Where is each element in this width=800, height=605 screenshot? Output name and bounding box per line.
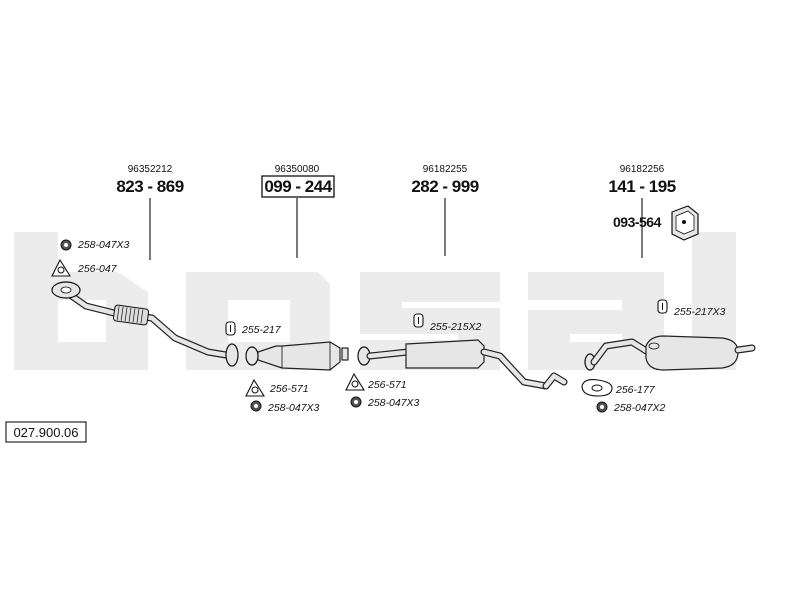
fitting-gasket-3: 256-571	[345, 372, 407, 391]
brand-watermark-logo	[14, 232, 736, 370]
fitting-code-1: 258-047X3	[77, 239, 130, 251]
fitting-code-8: 255-215X2	[429, 321, 482, 333]
fitting-nut-2: 258-047X3	[250, 400, 320, 414]
fitting-code-10: 256-177	[615, 384, 656, 396]
fitting-code-2: 256-047	[77, 263, 118, 275]
front-pipe-part	[51, 281, 239, 367]
fitting-hanger-3: 255-217X3	[657, 299, 726, 318]
fitting-code-9: 255-217X3	[673, 306, 726, 318]
part-ref-1: 96352212	[128, 164, 173, 175]
part-ref-4: 96182256	[620, 164, 665, 175]
fitting-gasket-1: 256-047	[51, 258, 118, 277]
fitting-hanger-2: 255-215X2	[413, 313, 482, 333]
middle-silencer-part	[357, 339, 568, 390]
part-label-2: 96350080 099 - 244	[261, 164, 335, 258]
catalog-number: 027.900.06	[13, 425, 78, 440]
fitting-code-7: 258-047X3	[367, 397, 420, 409]
rear-silencer-part	[584, 335, 756, 371]
part-number-2: 099 - 244	[264, 177, 332, 196]
part-number-1: 823 - 869	[116, 177, 183, 196]
catalog-number-box: 027.900.06	[5, 421, 87, 443]
fitting-code-11: 258-047X2	[613, 402, 666, 414]
fitting-code-3: 255-217	[241, 324, 282, 336]
fitting-gasket-4: 256-177	[581, 379, 656, 397]
fitting-nut-4: 258-047X2	[596, 401, 666, 414]
part-number-3: 282 - 999	[411, 177, 478, 196]
fitting-gasket-2: 256-571	[245, 378, 309, 397]
part-ref-2: 96350080	[275, 164, 320, 175]
extra-part-number: 093-564	[613, 214, 662, 230]
part-label-3: 96182255 282 - 999	[411, 164, 479, 256]
mounting-bracket-icon	[671, 205, 699, 241]
fitting-hanger-1: 255-217	[225, 321, 282, 336]
part-label-1: 96352212 823 - 869	[116, 164, 184, 260]
fitting-nut-3: 258-047X3	[350, 396, 420, 409]
part-number-4: 141 - 195	[608, 177, 675, 196]
fitting-code-4: 256-571	[269, 383, 309, 395]
fitting-code-5: 258-047X3	[267, 402, 320, 414]
fitting-nut-1: 258-047X3	[60, 239, 130, 251]
fitting-code-6: 256-571	[367, 379, 407, 391]
part-number-box	[261, 175, 335, 198]
part-label-4: 96182256 141 - 195 093-564	[608, 164, 699, 258]
part-ref-3: 96182255	[423, 164, 468, 175]
catalytic-converter-part	[245, 341, 349, 371]
